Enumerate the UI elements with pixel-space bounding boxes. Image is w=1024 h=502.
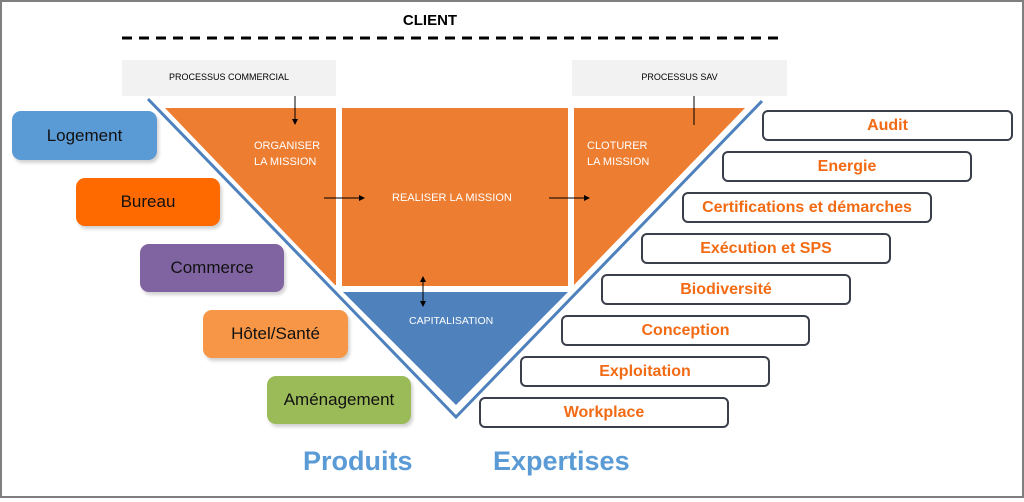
produit-label: Commerce (170, 258, 254, 277)
produit-label: Hôtel/Santé (231, 324, 320, 343)
produit-logement[interactable]: Logement (12, 111, 157, 160)
processus-sav-label: PROCESSUS SAV (641, 72, 718, 82)
phase-organiser-line1: ORGANISER (254, 140, 321, 152)
expertise-audit[interactable]: Audit (762, 110, 1013, 141)
expertise-energie[interactable]: Energie (722, 151, 972, 182)
expertise-label: Energie (817, 157, 877, 175)
expertise-certifications[interactable]: Certifications et démarches (682, 192, 932, 223)
expertise-workplace[interactable]: Workplace (479, 397, 729, 428)
produit-label: Aménagement (283, 390, 395, 409)
phase-organiser-shape (165, 108, 336, 285)
phase-organiser-line2: LA MISSION (254, 156, 317, 168)
phase-cloturer-label: CLOTURER LA MISSION (587, 138, 649, 170)
produits-title: Produits (303, 446, 413, 476)
produit-label: Logement (46, 125, 123, 145)
expertise-label: Biodiversité (680, 280, 772, 298)
phase-realiser-label: REALISER LA MISSION (392, 192, 512, 204)
v-outline (146, 97, 764, 420)
processus-commercial-label: PROCESSUS COMMERCIAL (168, 72, 290, 82)
expertise-exploitation[interactable]: Exploitation (520, 356, 770, 387)
capitalisation-label: CAPITALISATION (409, 315, 494, 327)
phase-organiser-label: ORGANISER LA MISSION (254, 138, 320, 170)
phase-realiser-shape (342, 108, 568, 286)
expertise-label: Conception (641, 321, 730, 339)
produit-label: Bureau (120, 192, 176, 211)
expertise-biodiversite[interactable]: Biodiversité (601, 274, 851, 305)
produit-bureau[interactable]: Bureau (76, 178, 220, 226)
processus-sav-box: PROCESSUS SAV (572, 60, 787, 96)
client-label: CLIENT (402, 12, 458, 29)
processus-commercial-box: PROCESSUS COMMERCIAL (122, 60, 336, 96)
expertise-execution-sps[interactable]: Exécution et SPS (641, 233, 891, 264)
phase-cloturer-line2: LA MISSION (587, 156, 650, 168)
phase-cloturer-line1: CLOTURER (587, 140, 648, 152)
expertise-label: Exécution et SPS (700, 239, 832, 257)
expertise-label: Workplace (563, 403, 645, 421)
phase-cloturer-shape (574, 108, 745, 285)
expertise-label: Exploitation (599, 362, 691, 380)
produit-commerce[interactable]: Commerce (140, 244, 284, 292)
expertise-label: Certifications et démarches (702, 198, 912, 216)
capitalisation-shape (343, 292, 568, 405)
produit-amenagement[interactable]: Aménagement (267, 376, 411, 424)
expertise-label: Audit (867, 116, 908, 134)
expertises-title: Expertises (493, 446, 630, 476)
expertise-conception[interactable]: Conception (561, 315, 810, 346)
produit-hotel-sante[interactable]: Hôtel/Santé (203, 310, 348, 358)
